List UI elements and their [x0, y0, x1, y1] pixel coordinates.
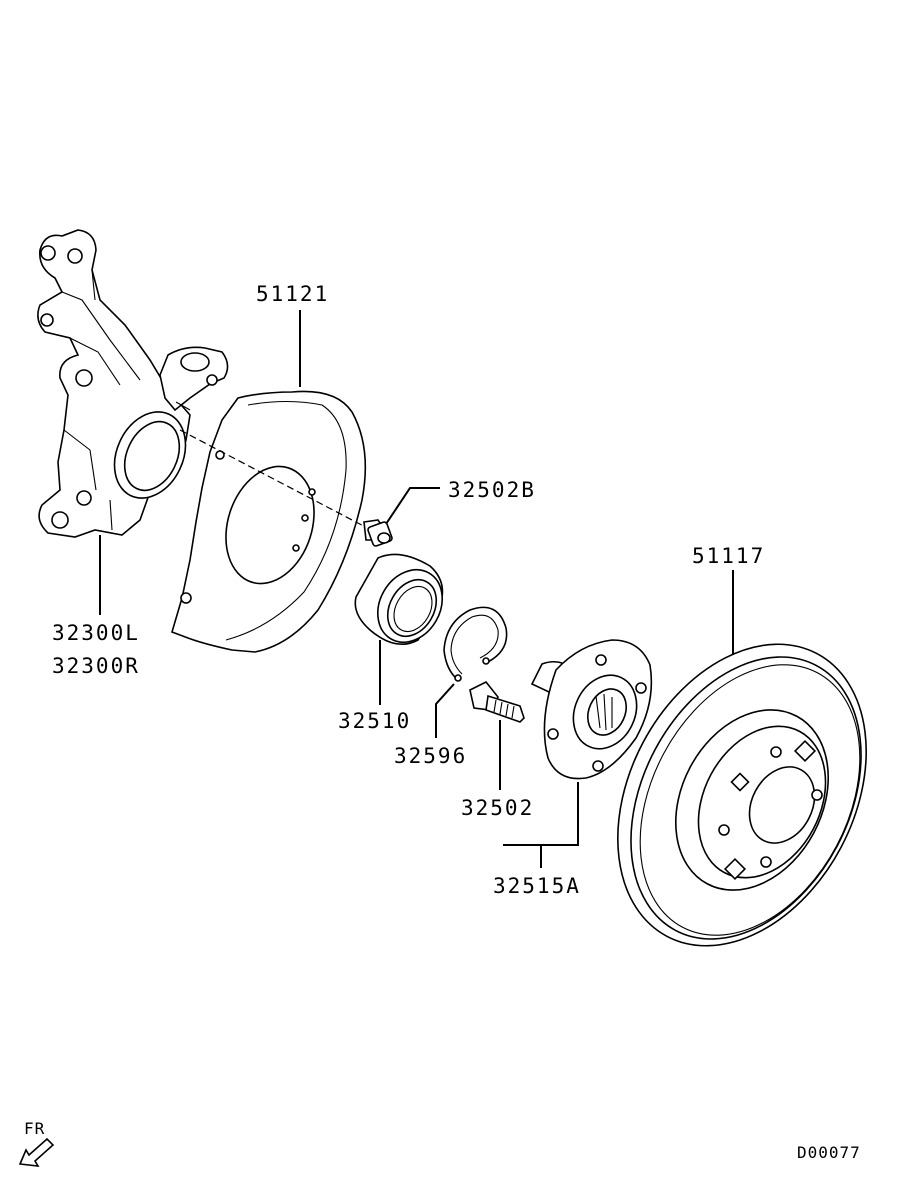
- label-32300r: 32300R: [52, 654, 140, 678]
- label-32596: 32596: [394, 744, 467, 768]
- dust-shield: [171, 390, 367, 653]
- label-51121: 51121: [256, 282, 329, 306]
- wheel-bearing: [354, 553, 444, 646]
- steering-knuckle: [37, 229, 229, 538]
- leader-lines: [99, 310, 734, 868]
- center-axis-line: [179, 429, 376, 533]
- flange-bolt: [363, 519, 393, 547]
- brake-disc: [617, 643, 867, 947]
- label-32300l: 32300L: [52, 621, 140, 645]
- label-32510: 32510: [338, 709, 411, 733]
- label-32502: 32502: [461, 796, 534, 820]
- diagram-code: D00077: [797, 1143, 861, 1162]
- label-32515a: 32515A: [493, 874, 581, 898]
- snap-ring: [443, 606, 508, 682]
- hub-bolt: [469, 680, 525, 723]
- direction-label: FR: [24, 1119, 45, 1138]
- label-32502b: 32502B: [448, 478, 536, 502]
- label-51117: 51117: [692, 544, 765, 568]
- front-direction-arrow-icon: [18, 1137, 55, 1167]
- wheel-hub: [530, 639, 653, 780]
